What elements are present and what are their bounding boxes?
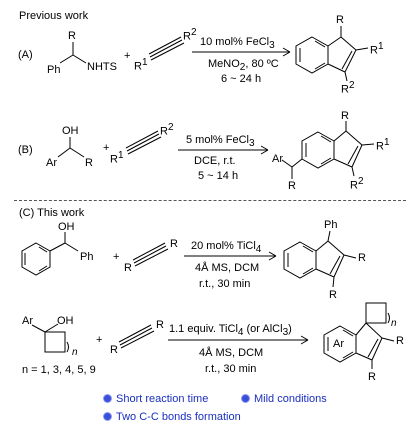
rxnB-alkyne-R2: R2 — [160, 122, 174, 138]
rxnB-arrow — [178, 145, 269, 155]
rxnB-cond-solvent: DCE, r.t. — [194, 155, 236, 167]
rxnC2-n-values: n = 1, 3, 4, 5, 9 — [22, 364, 96, 376]
rxnC2-cond-time: r.t., 30 min — [205, 363, 257, 375]
rxnA-alkyne — [148, 36, 185, 61]
rxnC1-cond-catalyst: 20 mol% TiCl4 — [191, 240, 262, 256]
rxnC2-arrow — [168, 335, 309, 345]
rxnB-alkyne-R1: R1 — [110, 150, 124, 166]
bullet-icon — [104, 413, 111, 420]
rxnB-cond-time: 5 ~ 14 h — [198, 170, 239, 182]
rxnB-prod-R-bottom: R — [288, 180, 296, 192]
highlight-mild-conditions: Mild conditions — [254, 393, 327, 405]
rxnA-prod-R: R — [336, 14, 344, 26]
rxnB-prod-R-top: R — [341, 110, 349, 122]
rxnC1-prod-Ph: Ph — [324, 219, 338, 231]
rxnA-cond-solvent: MeNO2, 80 ºC — [208, 58, 279, 74]
rxnC1-reactant-Ph: Ph — [80, 251, 94, 263]
rxnA-cond-time: 6 ~ 24 h — [221, 73, 262, 85]
rxnA-arrow — [192, 47, 291, 57]
this-work-title: (C) This work — [19, 207, 85, 219]
rxnC2-alkyne — [118, 324, 155, 349]
rxnC2-prod-R-right: R — [396, 335, 404, 347]
rxnB-reactant-R: R — [85, 157, 93, 169]
rxnA-plus: + — [124, 50, 131, 62]
rxnB-reactant-OH: OH — [62, 125, 79, 137]
rxnC2-reactant-Ar: Ar — [22, 315, 33, 327]
rxnB-alkyne — [125, 130, 162, 155]
rxnA-reactant-Ph: Ph — [47, 64, 61, 76]
rxnB-reactant-Ar: Ar — [46, 157, 57, 169]
rxnC1-prod-R-right: R — [358, 252, 366, 264]
rxnC1-alkyne-R-right: R — [170, 238, 178, 250]
rxnC2-reactant-OH: OH — [57, 315, 74, 327]
rxnC1-alkyne — [132, 242, 169, 267]
previous-work-title: Previous work — [19, 10, 89, 22]
rxnC2-prod-Ar: Ar — [333, 338, 344, 350]
rxnB-prod-Ar: Ar — [272, 153, 283, 165]
rxnC2-prod-R-bottom: R — [368, 371, 376, 383]
rxnC1-cond-solvent: 4Å MS, DCM — [195, 262, 260, 274]
rxnA-cond-catalyst: 10 mol% FeCl3 — [200, 36, 275, 52]
rxnC2-reactant-cyclobutanol — [31, 323, 69, 353]
section-divider — [14, 200, 406, 201]
rxnC1-product-indene — [283, 230, 357, 288]
rxnA-product-indene — [295, 26, 369, 82]
rxnC2-plus: + — [96, 334, 103, 346]
rxnC2-cond-reagent: 1.1 equiv. TiCl4 (or AlCl3) — [169, 323, 292, 339]
rxnB-plus: + — [103, 142, 110, 154]
rxnB-prod-R2: R2 — [350, 176, 364, 192]
highlight-short-time: Short reaction time — [116, 393, 209, 405]
rxnA-prod-R2: R2 — [341, 80, 355, 96]
rxnB-cond-catalyst: 5 mol% FeCl3 — [186, 134, 255, 150]
highlight-two-cc-bonds: Two C-C bonds formation — [116, 411, 241, 423]
rxnA-alkyne-R1: R1 — [134, 57, 148, 73]
rxnA-label: (A) — [18, 49, 33, 61]
rxnA-prod-R1: R1 — [370, 41, 384, 57]
rxnB-prod-R1: R1 — [376, 137, 390, 153]
rxnC2-alkyne-R-right: R — [156, 319, 164, 331]
rxnA-reactant-structure — [59, 42, 87, 64]
rxnC1-plus: + — [113, 251, 120, 263]
rxnC2-prod-n: n — [391, 318, 397, 329]
rxnC1-reactant-OH: OH — [58, 221, 75, 233]
rxnC1-reactant-structure — [21, 232, 79, 276]
rxnC2-cond-solvent: 4Å MS, DCM — [199, 347, 264, 359]
bullet-icon — [242, 395, 249, 402]
rxnC1-cond-time: r.t., 30 min — [199, 278, 251, 290]
rxnC1-arrow — [184, 251, 277, 261]
rxnC1-prod-R-bottom: R — [329, 289, 337, 301]
rxnC2-product-spiroindene — [323, 302, 395, 369]
rxnB-product-indene — [281, 121, 375, 179]
rxnC1-alkyne-R-left: R — [124, 262, 132, 274]
bullet-icon — [104, 395, 111, 402]
rxnA-alkyne-R2: R2 — [183, 27, 197, 43]
rxnB-reactant-structure — [57, 137, 85, 158]
rxnA-reactant-NHTS: NHTS — [87, 61, 117, 73]
rxnA-reactant-R: R — [68, 30, 76, 42]
rxnB-label: (B) — [18, 144, 33, 156]
rxnC2-alkyne-R-left: R — [110, 344, 118, 356]
rxnC2-reactant-n: n — [72, 347, 78, 358]
